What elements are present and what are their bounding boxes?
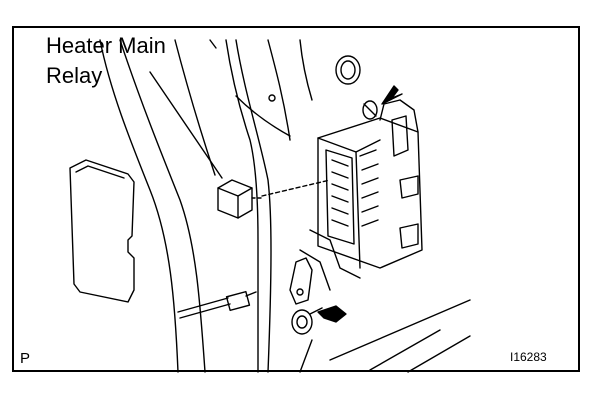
- upper-bolt-arrow: [381, 85, 403, 105]
- lower-bolt-arrow: [317, 305, 347, 323]
- heater-main-relay: [217, 179, 263, 219]
- small-hole: [268, 94, 276, 102]
- body-panel-lines: [99, 39, 313, 373]
- lower-bolt: [291, 307, 323, 335]
- callout-line-1: Heater Main: [46, 33, 166, 58]
- heater-main-relay-label: Heater Main Relay: [46, 31, 166, 91]
- install-guide-line: [261, 179, 331, 197]
- mounting-bracket: [289, 257, 313, 305]
- body-hole-upper: [335, 55, 361, 85]
- access-panel-cover: [69, 159, 135, 303]
- callout-line-2: Relay: [46, 63, 103, 88]
- figure-id: I16283: [510, 350, 547, 364]
- upper-bolt: [362, 100, 378, 120]
- figure-frame: [12, 26, 580, 372]
- junction-block: [299, 99, 423, 291]
- floor-lines: [299, 299, 471, 373]
- wire-connector: [177, 290, 257, 319]
- corner-mark: P: [20, 350, 31, 367]
